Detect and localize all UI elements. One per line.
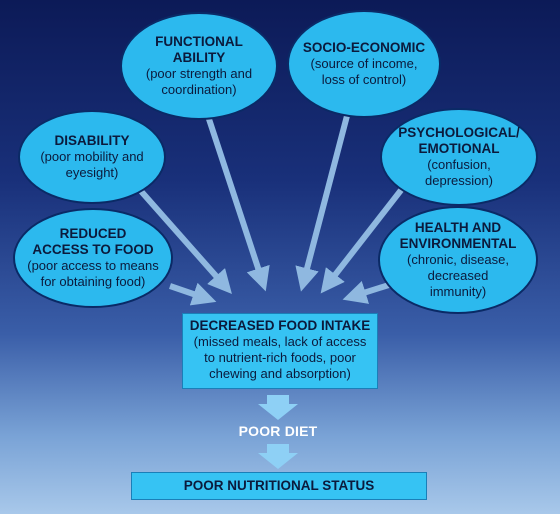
status-title: POOR NUTRITIONAL STATUS [183, 478, 375, 493]
poor-diet-label: POOR DIET [238, 423, 318, 439]
factor-title: PSYCHOLOGICAL/ [398, 125, 520, 140]
factor-title: ACCESS TO FOOD [32, 242, 154, 257]
factor-title: ENVIRONMENTAL [399, 236, 517, 251]
factor-description: immunity) [429, 284, 487, 299]
factor-description: (confusion, [427, 157, 491, 172]
factor-title: HEALTH AND [414, 220, 502, 235]
intake-description: chewing and absorption) [209, 366, 351, 381]
down-arrow-2 [258, 444, 298, 469]
arrow-functional [204, 112, 270, 292]
factor-description: (poor strength and [145, 66, 253, 81]
factor-description: depression) [425, 173, 493, 188]
factor-functional-ability: FUNCTIONAL ABILITY (poor strength and co… [120, 12, 278, 120]
factor-title: REDUCED [59, 226, 127, 241]
arrow-socio [295, 111, 351, 292]
factor-title: DISABILITY [54, 133, 130, 148]
factor-socio-economic: SOCIO-ECONOMIC (source of income, loss o… [287, 10, 441, 118]
factor-description: for obtaining food) [40, 274, 146, 289]
factor-description: coordination) [161, 82, 237, 97]
factor-title: ABILITY [172, 50, 226, 65]
factor-description: (chronic, disease, [407, 252, 509, 267]
factor-description: (poor access to means [27, 258, 159, 273]
arrow-disability [137, 188, 232, 294]
factor-disability: DISABILITY (poor mobility and eyesight) [18, 110, 166, 204]
factor-description: eyesight) [65, 165, 119, 180]
factor-title: EMOTIONAL [418, 141, 500, 156]
intake-description: (missed meals, lack of access [193, 334, 367, 349]
factor-psychological-emotional: PSYCHOLOGICAL/ EMOTIONAL (confusion, dep… [380, 108, 538, 206]
factor-health-environmental: HEALTH AND ENVIRONMENTAL (chronic, disea… [378, 206, 538, 314]
down-arrow-1 [258, 395, 298, 420]
arrow-psych [320, 183, 408, 294]
poor-nutritional-status-box: POOR NUTRITIONAL STATUS [131, 472, 427, 500]
intake-title: DECREASED FOOD INTAKE [189, 318, 371, 333]
factor-description: (source of income, [310, 56, 418, 71]
intake-description: to nutrient-rich foods, poor [204, 350, 356, 365]
factor-reduced-access-to-food: REDUCED ACCESS TO FOOD (poor access to m… [13, 208, 173, 308]
arrow-food-access [169, 282, 217, 306]
factor-description: decreased [427, 268, 489, 283]
factor-title: FUNCTIONAL [155, 34, 243, 49]
decreased-food-intake-box: DECREASED FOOD INTAKE (missed meals, lac… [182, 313, 378, 389]
arrow-health [342, 280, 393, 304]
factor-description: loss of control) [321, 72, 407, 87]
factor-description: (poor mobility and [40, 149, 144, 164]
factor-title: SOCIO-ECONOMIC [302, 40, 426, 55]
